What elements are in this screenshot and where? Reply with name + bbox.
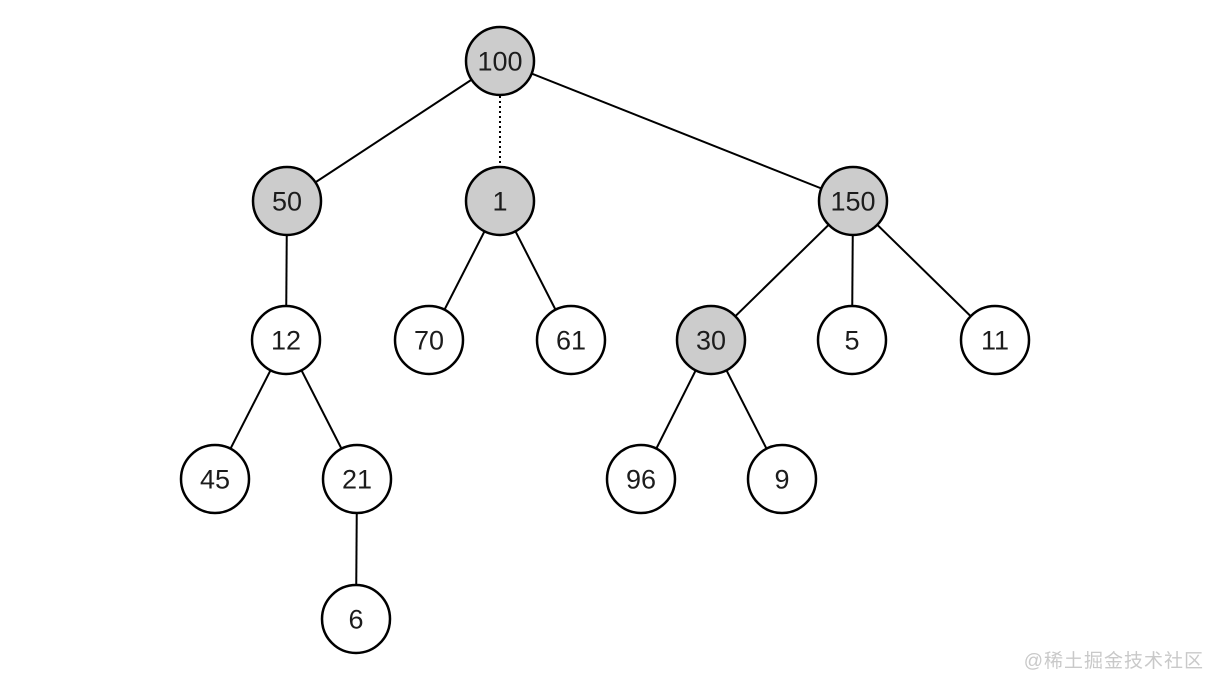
tree-node-50: 50 — [251, 165, 323, 237]
tree-node-9: 9 — [746, 443, 818, 515]
node-circle-61 — [535, 304, 607, 376]
node-circle-1 — [464, 165, 536, 237]
tree-node-150: 150 — [817, 165, 889, 237]
node-label-70: 70 — [414, 325, 444, 355]
node-label-12: 12 — [271, 325, 301, 355]
node-circle-21 — [321, 443, 393, 515]
node-circle-45 — [179, 443, 251, 515]
node-label-1: 1 — [492, 186, 507, 216]
tree-node-12: 12 — [250, 304, 322, 376]
tree-node-5: 5 — [816, 304, 888, 376]
node-circle-70 — [393, 304, 465, 376]
tree-node-11: 11 — [959, 304, 1031, 376]
tree-node-21: 21 — [321, 443, 393, 515]
node-label-9: 9 — [774, 464, 789, 494]
tree-node-45: 45 — [179, 443, 251, 515]
node-label-50: 50 — [272, 186, 302, 216]
node-circle-150 — [817, 165, 889, 237]
node-circle-5 — [816, 304, 888, 376]
tree-node-100: 100 — [464, 25, 536, 97]
node-label-5: 5 — [844, 325, 859, 355]
node-circle-12 — [250, 304, 322, 376]
node-label-21: 21 — [342, 464, 372, 494]
tree-node-61: 61 — [535, 304, 607, 376]
node-circle-50 — [251, 165, 323, 237]
tree-node-1: 1 — [464, 165, 536, 237]
node-label-30: 30 — [696, 325, 726, 355]
node-circle-11 — [959, 304, 1031, 376]
node-circle-30 — [675, 304, 747, 376]
node-label-45: 45 — [200, 464, 230, 494]
node-label-150: 150 — [830, 186, 875, 216]
node-circle-6 — [320, 583, 392, 655]
watermark-text: @稀土掘金技术社区 — [1023, 651, 1204, 672]
node-label-96: 96 — [626, 464, 656, 494]
node-label-11: 11 — [981, 325, 1009, 355]
node-circle-9 — [746, 443, 818, 515]
tree-node-96: 96 — [605, 443, 677, 515]
tree-edge-100-50 — [286, 60, 501, 202]
node-circle-96 — [605, 443, 677, 515]
node-label-61: 61 — [556, 325, 586, 355]
node-label-6: 6 — [348, 604, 363, 634]
tree-node-30: 30 — [675, 304, 747, 376]
tree-node-6: 6 — [320, 583, 392, 655]
node-label-100: 100 — [477, 46, 522, 76]
tree-edge-100-150 — [499, 60, 854, 202]
tree-node-70: 70 — [393, 304, 465, 376]
node-circle-100 — [464, 25, 536, 97]
